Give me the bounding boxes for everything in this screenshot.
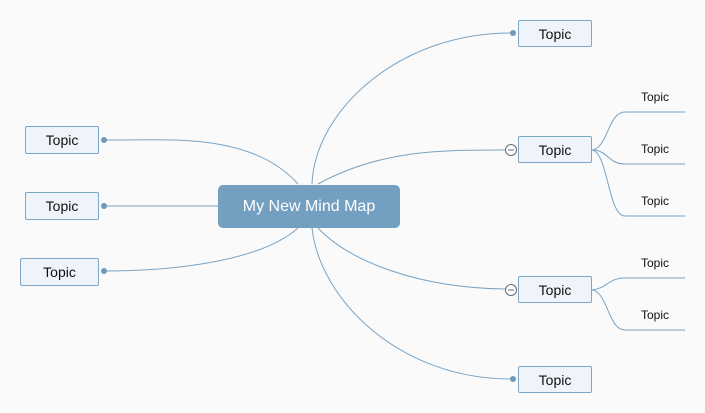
connector-dot: [101, 137, 107, 143]
sub-connector-2-2: [591, 289, 685, 331]
sub-connector-2-1: [591, 277, 685, 291]
connector-right-2: [317, 149, 506, 185]
connector-dot: [510, 376, 516, 382]
subtopic-1-1[interactable]: Topic: [640, 90, 669, 104]
left-topic-3[interactable]: Topic: [20, 258, 99, 286]
right-topic-4[interactable]: Topic: [518, 366, 592, 393]
sub-connector-1-1: [591, 111, 685, 151]
connector-right-3: [317, 227, 506, 290]
subtopic-2-2[interactable]: Topic: [640, 308, 669, 322]
minus-circle-icon[interactable]: [505, 284, 517, 296]
left-topic-1[interactable]: Topic: [25, 126, 99, 154]
connector-left-3: [103, 227, 299, 272]
sub-connector-1-3: [591, 149, 685, 217]
central-topic[interactable]: My New Mind Map: [218, 185, 400, 228]
subtopic-1-3[interactable]: Topic: [640, 194, 669, 208]
connector-dot: [510, 30, 516, 36]
subtopic-2-1[interactable]: Topic: [640, 256, 669, 270]
connector-dot: [101, 268, 107, 274]
connector-right-4: [311, 227, 514, 380]
right-topic-1[interactable]: Topic: [518, 20, 592, 47]
connector-right-1: [311, 32, 514, 185]
sub-connector-1-2: [591, 149, 685, 165]
connector-left-1: [103, 139, 299, 185]
subtopic-1-2[interactable]: Topic: [640, 142, 669, 156]
left-topic-2[interactable]: Topic: [25, 192, 99, 220]
connector-dot: [101, 203, 107, 209]
right-topic-2[interactable]: Topic: [518, 136, 592, 163]
right-topic-3[interactable]: Topic: [518, 276, 592, 303]
minus-circle-icon[interactable]: [505, 144, 517, 156]
